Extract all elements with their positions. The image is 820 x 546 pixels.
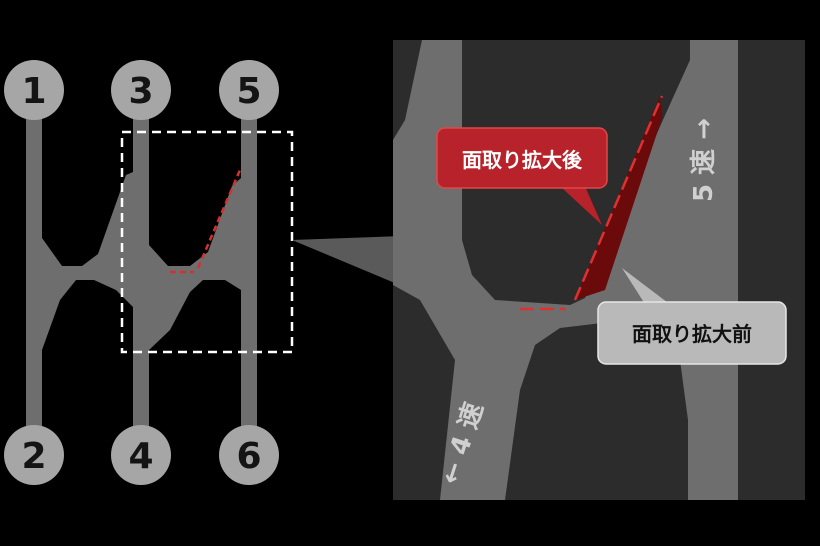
magnified-panel: 5 速 → ← 4 速 面取り拡大後 面取り拡大前 [393,40,805,500]
callout-before-text: 面取り拡大前 [632,322,752,346]
gear-knob-5: 5 [219,60,279,120]
chamfer-after-line [573,95,664,301]
zoom-connector [292,236,402,286]
gear-knob-4: 4 [111,425,171,485]
shift-gate: 1 3 5 2 4 6 [4,60,294,485]
gear-knob-3: 3 [111,60,171,120]
gear-knob-6: 6 [219,425,279,485]
speed-label-fifth: 5 速 → [689,118,719,202]
magnified-gate [393,40,738,500]
chamfer-after-mark [196,169,242,269]
callout-before: 面取り拡大前 [597,268,787,365]
gear-label-5: 5 [236,71,261,112]
callout-after-text: 面取り拡大後 [462,148,583,172]
gear-label-3: 3 [128,71,153,112]
gear-label-2: 2 [21,436,46,477]
gear-knob-2: 2 [4,425,64,485]
neutral-crossover [26,172,257,350]
gear-label-4: 4 [128,436,153,477]
gear-label-1: 1 [21,71,46,112]
callout-after: 面取り拡大後 [436,127,608,225]
gear-knob-1: 1 [4,60,64,120]
gear-label-6: 6 [236,436,261,477]
